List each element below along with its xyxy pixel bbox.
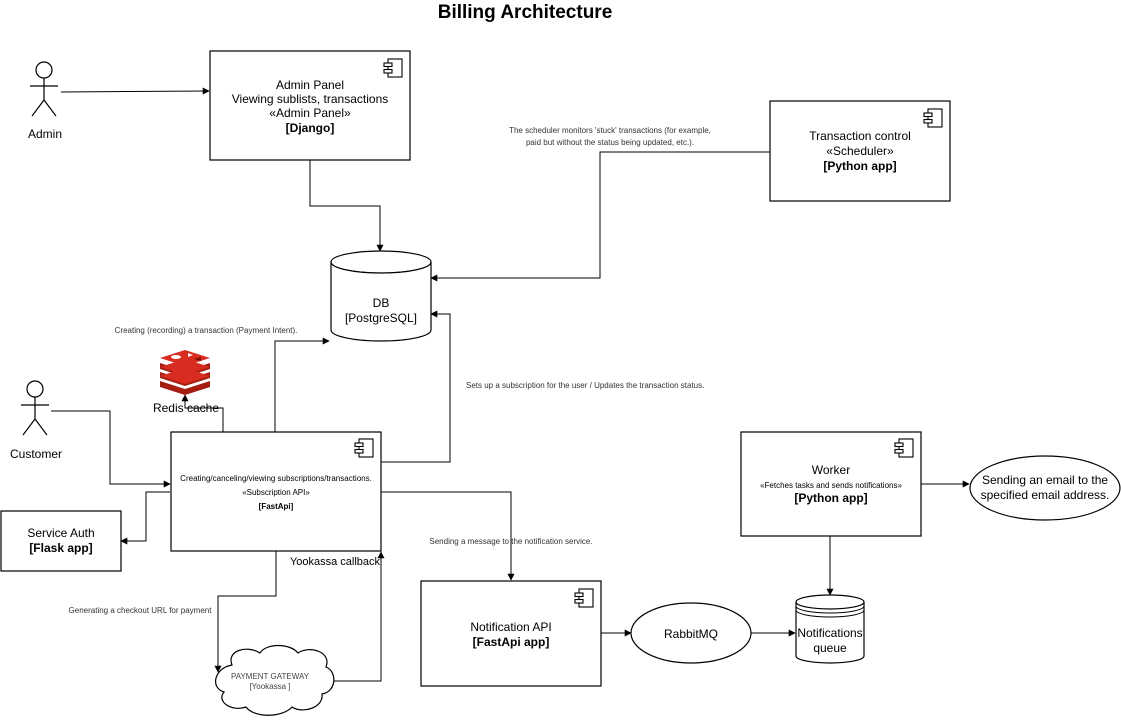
transaction-control-title: Transaction control — [809, 129, 911, 143]
edge-api-to-auth — [120, 491, 170, 545]
redis-logo-icon — [160, 350, 210, 395]
label-send-message: Sending a message to the notification se… — [429, 537, 592, 546]
worker-component[interactable]: Worker «Fetches tasks and sends notifica… — [740, 431, 922, 537]
redis-cache[interactable]: Redis cache — [153, 350, 219, 415]
db-cylinder[interactable]: DB [PostgreSQL] — [330, 250, 432, 342]
edge-panel-to-db — [309, 160, 384, 252]
subscription-api-desc: Creating/canceling/viewing subscriptions… — [180, 474, 372, 483]
edge-api-to-redis — [181, 394, 224, 432]
label-scheduler-2: paid but without the status being update… — [526, 138, 694, 147]
stick-figure-icon — [20, 380, 50, 436]
edge-api-create-transaction — [274, 337, 330, 432]
db-title: DB — [373, 296, 390, 310]
service-auth-title: Service Auth — [27, 526, 94, 540]
subscription-api-stereotype: «Subscription API» — [242, 488, 310, 497]
label-create-transaction: Creating (recording) a transaction (Paym… — [115, 326, 298, 335]
worker-title: Worker — [812, 463, 850, 477]
gateway-title: PAYMENT GATEWAY — [231, 672, 310, 681]
worker-stereotype: «Fetches tasks and sends notifications» — [760, 481, 902, 490]
gateway-subtitle: [Yookassa ] — [249, 682, 290, 691]
edge-customer-to-api — [51, 410, 171, 488]
edges — [51, 87, 970, 682]
cylinder-icon — [795, 602, 865, 664]
transaction-control-tech: [Python app] — [823, 159, 896, 173]
notification-api-component[interactable]: Notification API [FastApi app] — [420, 580, 602, 687]
worker-tech: [Python app] — [794, 491, 867, 505]
stick-figure-icon — [29, 61, 59, 117]
transaction-control-stereotype: «Scheduler» — [826, 144, 894, 158]
notification-api-tech: [FastApi app] — [473, 635, 550, 649]
actor-admin-label: Admin — [28, 127, 62, 141]
edge-api-to-notification — [381, 491, 515, 581]
label-sets-subscription: Sets up a subscription for the user / Up… — [466, 381, 704, 390]
rabbitmq-node[interactable]: RabbitMQ — [630, 602, 752, 664]
edge-scheduler-to-db — [430, 151, 770, 282]
redis-label: Redis cache — [153, 401, 219, 415]
admin-panel-stereotype: «Admin Panel» — [269, 106, 351, 120]
edge-admin-to-panel — [60, 87, 210, 95]
subscription-api-component[interactable]: Creating/canceling/viewing subscriptions… — [170, 431, 382, 552]
cloud-icon — [215, 644, 335, 716]
label-checkout-url: Generating a checkout URL for payment — [69, 606, 213, 615]
queue-subtitle: queue — [813, 641, 847, 655]
admin-panel-title: Admin Panel — [276, 78, 344, 92]
edge-gateway-callback — [330, 551, 385, 682]
transaction-control-component[interactable]: Transaction control «Scheduler» [Python … — [769, 100, 951, 202]
actor-customer: Customer — [10, 380, 62, 461]
actor-customer-label: Customer — [10, 447, 62, 461]
rabbitmq-label: RabbitMQ — [664, 627, 718, 641]
service-auth-component[interactable]: Service Auth [Flask app] — [0, 510, 122, 572]
email-line-1: Sending an email to the — [982, 473, 1108, 487]
email-node[interactable]: Sending an email to the specified email … — [969, 455, 1121, 521]
actor-admin: Admin — [28, 61, 62, 141]
label-yookassa-callback: Yookassa callback — [290, 556, 381, 568]
subscription-api-tech: [FastApi] — [259, 502, 294, 511]
admin-panel-tech: [Django] — [286, 121, 335, 135]
db-subtitle: [PostgreSQL] — [345, 311, 417, 325]
service-auth-tech: [Flask app] — [29, 541, 92, 555]
queue-title: Notifications — [797, 626, 862, 640]
notification-api-title: Notification API — [470, 620, 551, 634]
notifications-queue[interactable]: Notifications queue — [795, 594, 865, 664]
payment-gateway[interactable]: PAYMENT GATEWAY [Yookassa ] — [215, 644, 335, 716]
diagram-title: Billing Architecture — [438, 2, 613, 23]
edge-api-sets-subscription — [381, 310, 451, 463]
cylinder-icon — [330, 262, 432, 342]
email-line-2: specified email address. — [981, 488, 1110, 502]
edge-api-to-gateway — [214, 551, 277, 673]
label-scheduler-1: The scheduler monitors 'stuck' transacti… — [509, 126, 711, 135]
admin-panel-desc: Viewing sublists, transactions — [232, 92, 389, 106]
admin-panel-component[interactable]: Admin Panel Viewing sublists, transactio… — [209, 50, 411, 161]
